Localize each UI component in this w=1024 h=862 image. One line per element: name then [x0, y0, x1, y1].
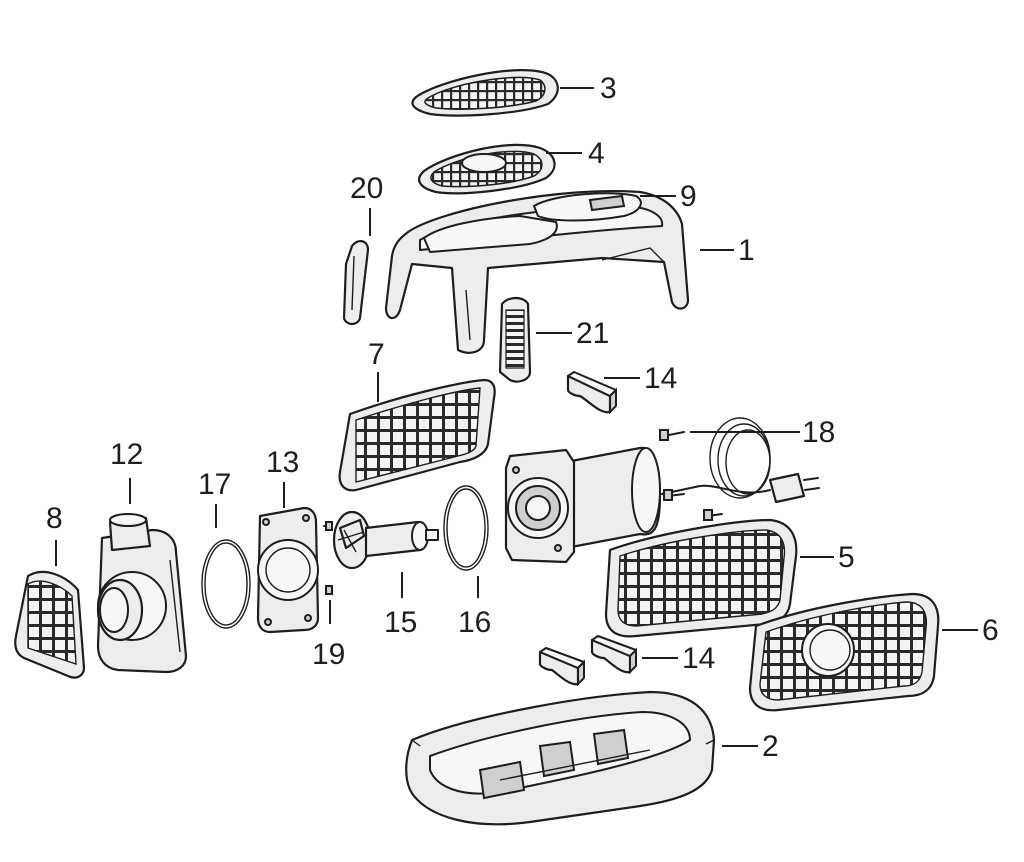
- part-20-side-clip: 20: [342, 172, 383, 326]
- part-3-top-grille: 3: [411, 69, 617, 117]
- part-7-side-grille: 7: [338, 338, 496, 492]
- label-12: 12: [110, 438, 143, 471]
- part-17-o-ring: 17: [198, 468, 251, 629]
- label-1: 1: [738, 234, 755, 267]
- part-1-housing-cover: 1: [384, 189, 755, 354]
- part-9-switch: 9: [640, 180, 697, 213]
- label-21: 21: [576, 317, 609, 350]
- part-18-screws-cable: 18: [659, 416, 835, 521]
- label-7: 7: [368, 338, 385, 371]
- part-15-impeller: 15: [332, 510, 439, 639]
- label-14-lower: 14: [682, 642, 715, 675]
- part-19-screws: 19: [312, 521, 345, 671]
- label-16: 16: [458, 606, 491, 639]
- part-16-o-ring: 16: [443, 485, 491, 639]
- part-21-vent-clip: 21: [498, 296, 609, 383]
- label-3: 3: [600, 72, 617, 105]
- motor-unit: [504, 446, 701, 564]
- part-12-pump-head: 12: [96, 438, 188, 674]
- label-9: 9: [680, 180, 697, 213]
- part-4-grille-insert: 4: [418, 137, 605, 195]
- label-14-upper: 14: [644, 362, 677, 395]
- label-18: 18: [802, 416, 835, 449]
- part-13-flange-plate: 13: [256, 446, 320, 634]
- label-2: 2: [762, 730, 779, 763]
- label-6: 6: [982, 614, 999, 647]
- label-5: 5: [838, 541, 855, 574]
- label-17: 17: [198, 468, 231, 501]
- part-14-support-blocks-lower: 14: [538, 635, 715, 687]
- part-8-inlet-grille: 8: [14, 502, 86, 679]
- label-20: 20: [350, 172, 383, 205]
- label-13: 13: [266, 446, 299, 479]
- label-19: 19: [312, 638, 345, 671]
- part-14-support-block-upper: 14: [566, 362, 677, 415]
- part-2-base-tray: 2: [405, 690, 779, 826]
- label-15: 15: [384, 606, 417, 639]
- part-5-side-grille: 5: [604, 518, 855, 638]
- part-6-front-grille: 6: [748, 592, 999, 712]
- label-8: 8: [46, 502, 63, 535]
- label-4: 4: [588, 137, 605, 170]
